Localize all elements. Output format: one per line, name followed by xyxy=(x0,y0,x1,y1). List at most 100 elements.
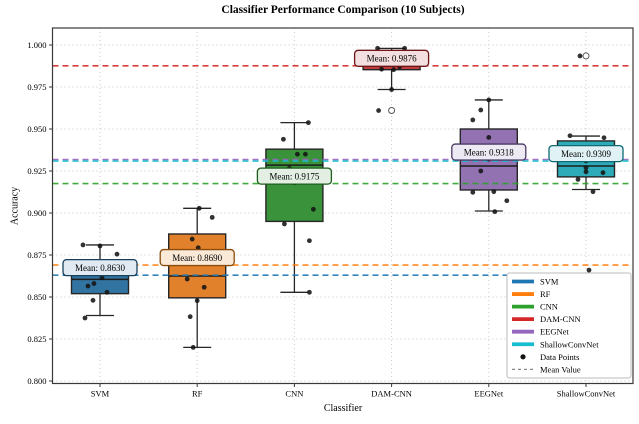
mean-annotation-text: Mean: 0.8690 xyxy=(172,253,222,263)
flier-ShallowConvNet xyxy=(582,52,590,60)
legend-label: EEGNet xyxy=(540,327,569,337)
data-point xyxy=(184,276,190,282)
data-point xyxy=(389,87,394,92)
mean-annotation-ShallowConvNet: Mean: 0.9309 xyxy=(548,144,624,163)
legend: SVM RF CNN DAM-CNN EEGNetShallowConvNetData … xyxy=(506,272,632,379)
data-point xyxy=(295,151,300,157)
x-tick-label: SVM xyxy=(91,389,110,399)
data-point xyxy=(583,165,589,171)
x-tick-label: CNN xyxy=(285,389,303,399)
data-point xyxy=(196,205,202,211)
data-point xyxy=(600,170,606,176)
y-tick-label: 0.875 xyxy=(27,250,46,260)
data-point xyxy=(470,117,476,123)
mean-annotation-box xyxy=(353,49,430,67)
y-tick-label: 0.850 xyxy=(27,292,46,302)
y-tick-label: 0.800 xyxy=(27,376,46,386)
data-point xyxy=(478,168,484,174)
data-point xyxy=(590,189,596,195)
mean-annotation-DAM-CNN: Mean: 0.9876 xyxy=(353,49,430,67)
mean-annotation-SVM: Mean: 0.8630 xyxy=(62,259,138,277)
data-point xyxy=(281,136,286,142)
mean-annotation-box xyxy=(451,143,527,161)
data-point xyxy=(376,108,381,113)
data-point xyxy=(90,297,96,303)
data-point xyxy=(504,198,510,204)
x-tick-label: DAM-CNN xyxy=(371,389,412,399)
data-point xyxy=(194,298,200,304)
data-point xyxy=(601,135,607,141)
data-point xyxy=(492,209,498,215)
legend-label: Mean Value xyxy=(540,364,581,374)
data-point xyxy=(307,289,312,295)
legend-dot-swatch xyxy=(520,354,526,360)
y-tick-label: 0.900 xyxy=(27,208,46,218)
flier-DAM-CNN xyxy=(388,107,396,115)
data-point xyxy=(190,345,196,350)
legend-label: DAM-CNN xyxy=(540,314,581,324)
data-point xyxy=(80,242,86,248)
legend-label: SVM xyxy=(540,277,559,287)
mean-annotation-text: Mean: 0.9876 xyxy=(367,54,417,64)
data-point xyxy=(375,45,380,51)
legend-label: ShallowConvNet xyxy=(540,339,599,349)
data-point xyxy=(311,206,316,212)
x-axis: SVM RF CNN DAM-CNN EEGNet ShallowConvNet xyxy=(91,383,616,399)
mean-annotation-box xyxy=(62,259,138,277)
data-point xyxy=(577,53,583,59)
x-tick-label: ShallowConvNet xyxy=(557,389,616,399)
x-tick-label: EEGNet xyxy=(474,389,503,399)
data-point xyxy=(303,151,308,157)
mean-annotation-box xyxy=(159,248,235,267)
data-point xyxy=(104,289,110,295)
data-point xyxy=(91,281,97,286)
data-point xyxy=(307,238,312,244)
y-tick-label: 0.975 xyxy=(27,82,46,92)
data-point xyxy=(85,283,91,289)
data-point xyxy=(491,189,497,195)
data-point xyxy=(282,221,287,227)
y-axis-label: Accuracy xyxy=(9,186,21,226)
y-tick-label: 1.000 xyxy=(27,40,46,50)
x-tick-label: RF xyxy=(192,389,203,399)
data-point xyxy=(583,169,589,175)
chart-title: Classifier Performance Comparison (10 Su… xyxy=(221,4,465,16)
y-tick-label: 0.925 xyxy=(27,166,46,176)
data-point xyxy=(402,45,407,51)
mean-annotation-text: Mean: 0.9318 xyxy=(464,147,514,157)
data-point xyxy=(575,177,581,182)
data-point xyxy=(478,107,484,113)
data-point xyxy=(189,236,195,242)
data-point xyxy=(201,284,207,290)
y-axis: 1.000 0.975 0.950 0.925 0.900 0.875 0.850 0.825… xyxy=(27,40,53,386)
y-tick-label: 0.825 xyxy=(27,334,46,344)
x-axis-label: Classifier xyxy=(323,403,363,414)
data-point xyxy=(586,267,592,273)
data-point xyxy=(99,275,105,281)
legend-label: CNN xyxy=(540,302,558,312)
data-point xyxy=(567,133,573,139)
legend-label: Data Points xyxy=(540,352,579,362)
data-point xyxy=(209,214,215,220)
data-point xyxy=(97,243,103,249)
mean-annotation-text: Mean: 0.9175 xyxy=(269,171,319,181)
data-point xyxy=(187,314,193,320)
data-point xyxy=(486,135,492,140)
data-point xyxy=(306,120,311,126)
data-point xyxy=(470,189,476,195)
data-point xyxy=(391,67,396,73)
mean-annotation-text: Mean: 0.9309 xyxy=(561,149,611,159)
mean-annotation-text: Mean: 0.8630 xyxy=(75,263,125,273)
legend-label: RF xyxy=(540,289,551,299)
y-tick-label: 0.950 xyxy=(27,124,46,134)
data-point xyxy=(114,251,120,257)
legend-frame xyxy=(506,272,632,379)
mean-annotation-box xyxy=(548,144,624,163)
mean-annotation-RF: Mean: 0.8690 xyxy=(159,248,235,267)
data-points-ShallowConvNet xyxy=(567,53,607,273)
data-point xyxy=(82,315,88,321)
plot-spines xyxy=(51,27,634,385)
mean-annotation-box xyxy=(256,167,333,185)
